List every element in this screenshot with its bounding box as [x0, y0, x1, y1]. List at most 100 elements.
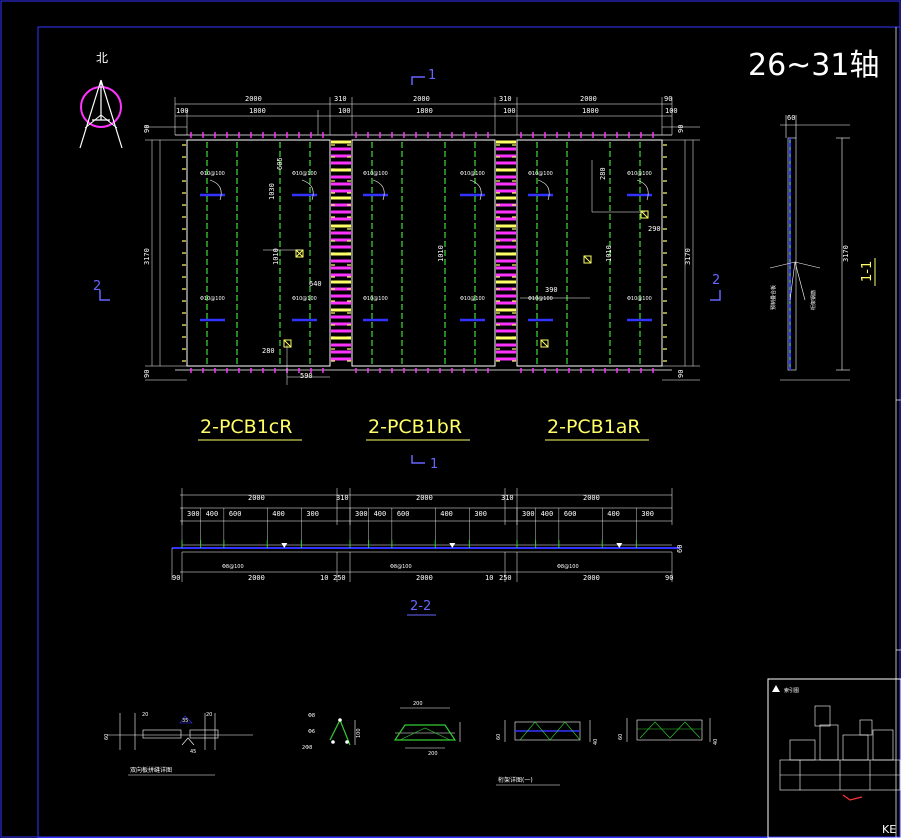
svg-text:20: 20 [142, 712, 148, 718]
section-2-2-spacing: 300 [641, 510, 654, 518]
panel-label-2: 2-PCB1bR [366, 416, 470, 441]
section-2-2-spacing: 400 [272, 510, 285, 518]
svg-text:1010: 1010 [437, 245, 445, 262]
svg-text:Φ10@100: Φ10@100 [627, 296, 652, 302]
svg-text:390: 390 [545, 286, 558, 294]
svg-text:Φ10@100: Φ10@100 [627, 171, 652, 177]
svg-text:200: 200 [413, 701, 423, 707]
svg-text:90: 90 [677, 370, 685, 378]
section-2-2-spacing: 300 [306, 510, 319, 518]
truss-elevation-2 [626, 718, 711, 742]
section-mark-right: 2 [710, 273, 721, 301]
plan-panels [175, 134, 672, 371]
section-2-2-end: 90 [665, 574, 673, 582]
section-2-2-spacing: 400 [206, 510, 219, 518]
plan-top-dimensions [174, 97, 673, 135]
svg-text:60: 60 [618, 734, 624, 740]
section-2-2-spacing: 300 [474, 510, 487, 518]
truss-elevation-1 [496, 720, 591, 786]
svg-text:590: 590 [300, 372, 313, 380]
svg-text:Φ10@100: Φ10@100 [292, 171, 317, 177]
section-2-2-width: 2000 [583, 494, 600, 502]
svg-text:Φ10@100: Φ10@100 [528, 296, 553, 302]
svg-text:2Φ8: 2Φ8 [302, 745, 312, 751]
truss-detail-title: 桁架详图(一) [498, 776, 533, 784]
section-2-2-spacing: 400 [374, 510, 387, 518]
svg-text:2-PCB1cR: 2-PCB1cR [200, 416, 292, 438]
svg-text:90: 90 [143, 125, 151, 133]
joint-detail [107, 713, 253, 776]
section-mark-bottom: 1 [411, 455, 438, 472]
inner-frame [37, 26, 901, 838]
svg-text:1030: 1030 [268, 183, 276, 200]
svg-text:2-PCB1aR: 2-PCB1aR [547, 416, 641, 438]
svg-text:1010: 1010 [605, 245, 613, 262]
section-2-2 [171, 494, 680, 580]
svg-text:20: 20 [206, 712, 212, 718]
axis-title: 26~31轴 [748, 48, 879, 83]
panel-inner-3: 1800 [582, 107, 599, 115]
rebar-lines [206, 142, 641, 364]
svg-text:Φ10@100: Φ10@100 [528, 171, 553, 177]
svg-text:Φ10@100: Φ10@100 [292, 296, 317, 302]
gap-1: 310 [334, 95, 347, 103]
section-2-2-end: 90 [172, 574, 180, 582]
truss-detail-b [393, 707, 461, 749]
section-2-2-rebar: Φ8@100 [222, 564, 244, 570]
svg-text:290: 290 [648, 225, 661, 233]
north-arrow-icon: 北 [79, 51, 123, 149]
svg-text:45: 45 [190, 749, 196, 755]
key-plan-title: 索引图 [784, 687, 799, 694]
section-2-2-thickness: 60 [676, 545, 684, 553]
truss-detail-a [329, 718, 356, 746]
svg-text:1-1: 1-1 [860, 261, 875, 282]
svg-text:100: 100 [356, 728, 362, 738]
svg-text:Φ10@100: Φ10@100 [200, 296, 225, 302]
section-2-2-end: 250 [499, 574, 512, 582]
svg-text:1: 1 [428, 68, 436, 83]
section-2-2-spacing: 400 [541, 510, 554, 518]
svg-text:Φ10@100: Φ10@100 [363, 171, 388, 177]
section-1-1 [769, 115, 850, 381]
section-2-2-rebar: Φ8@100 [390, 564, 412, 570]
section-2-2-end: 10 [320, 574, 328, 582]
svg-text:280: 280 [262, 347, 275, 355]
edge-ticks [182, 132, 667, 373]
section-2-2-width-bottom: 2000 [583, 574, 600, 582]
section-2-2-ticks [181, 488, 673, 582]
svg-text:280: 280 [599, 167, 607, 180]
section-2-2-label: 2-2 [407, 599, 436, 616]
svg-text:2-2: 2-2 [410, 599, 431, 614]
joint-detail-title: 双向板拼缝详图 [130, 766, 172, 774]
panel-label-3: 2-PCB1aR [545, 416, 649, 441]
key-plan-code: KE [882, 823, 896, 836]
section-2-2-width: 2000 [416, 494, 433, 502]
plan-height-left: 3170 [143, 248, 151, 265]
plan-side-dimensions [145, 126, 700, 381]
svg-text:90: 90 [143, 370, 151, 378]
section-1-1-height: 3170 [842, 245, 850, 262]
svg-text:200: 200 [428, 751, 438, 757]
svg-text:60: 60 [496, 734, 502, 740]
panel-inner-1: 1800 [249, 107, 266, 115]
gap-2: 310 [499, 95, 512, 103]
section-2-2-spacing: 300 [187, 510, 200, 518]
panel-inner-2: 1800 [416, 107, 433, 115]
svg-text:Φ10@100: Φ10@100 [460, 296, 485, 302]
panel-width-1: 2000 [245, 95, 262, 103]
section-2-2-width: 2000 [248, 494, 265, 502]
svg-text:Φ10@100: Φ10@100 [363, 296, 388, 302]
section-1-1-top-dim: 60 [787, 114, 795, 122]
section-mark-top: 1 [411, 68, 436, 85]
svg-text:2-PCB1bR: 2-PCB1bR [368, 416, 462, 438]
plan-internal-dims: 590 640 390 1030 605 1010 1010 1010 280 … [262, 157, 661, 385]
edge-left-3: 100 [503, 107, 516, 115]
svg-text:60: 60 [104, 734, 110, 740]
svg-text:Φ10@100: Φ10@100 [200, 171, 225, 177]
section-1-1-note-left: 预制叠合板 [770, 285, 777, 310]
lifting-points: Φ10@100 Φ10@100 Φ10@100 Φ10@100 Φ10@100 … [200, 171, 652, 322]
plan-height-right: 3170 [684, 248, 692, 265]
svg-text:90: 90 [677, 125, 685, 133]
section-2-2-rebar: Φ8@100 [557, 564, 579, 570]
